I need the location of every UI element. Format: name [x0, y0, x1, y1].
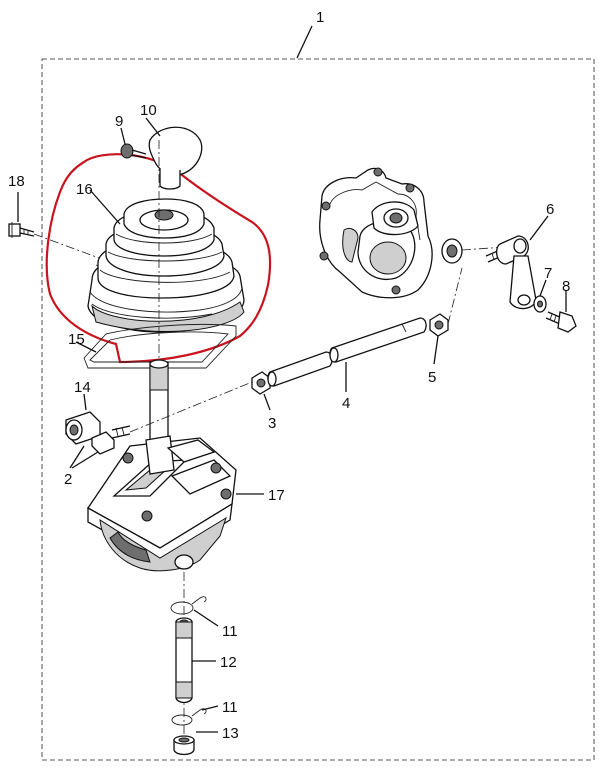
callout-14: 14 [74, 379, 91, 396]
part-13-bushing [173, 731, 218, 756]
part-10-knob [145, 117, 203, 190]
part-12-shaft [175, 617, 216, 704]
assembly-boundary [41, 58, 595, 761]
centerline-2 [129, 381, 253, 433]
callout-labels: 1 2 3 4 5 6 7 8 9 10 11 11 12 13 14 15 1… [8, 9, 570, 742]
callout-10: 10 [140, 102, 157, 119]
callout-3: 3 [268, 415, 276, 432]
part-5-nut [429, 313, 449, 365]
leader-1 [296, 25, 313, 59]
callout-12: 12 [220, 654, 237, 671]
part-14-nut [65, 393, 101, 445]
part-8-bolt [545, 290, 577, 333]
part-17-housing [87, 435, 264, 572]
callout-5: 5 [428, 369, 436, 386]
callout-13: 13 [222, 725, 239, 742]
centerline-5 [447, 267, 463, 325]
callout-16: 16 [76, 181, 93, 198]
callout-1: 1 [316, 9, 324, 26]
callout-17: 17 [268, 487, 285, 504]
part-2-bolt [69, 425, 131, 469]
callout-2: 2 [64, 471, 72, 488]
part-18-bolt [8, 192, 35, 238]
callout-11-upper: 11 [222, 623, 238, 640]
cover-plate [319, 167, 433, 299]
callout-11-lower: 11 [222, 699, 238, 716]
centerline-18 [33, 233, 111, 263]
callout-4: 4 [342, 395, 350, 412]
part-7-washer [533, 279, 547, 313]
callout-18: 18 [8, 173, 25, 190]
part-9-screw [120, 127, 147, 159]
part-11-clip-upper [170, 596, 219, 627]
shift-lever-shaft [149, 140, 169, 459]
callout-6: 6 [546, 201, 554, 218]
callout-7: 7 [544, 265, 552, 282]
part-4-shaft [267, 317, 427, 392]
part-15-plate [75, 323, 237, 369]
oil-seal [441, 238, 463, 264]
centerline-6 [461, 245, 521, 251]
part-11-clip-lower [171, 705, 219, 726]
callout-8: 8 [562, 278, 570, 295]
callout-9: 9 [115, 113, 123, 130]
part-16-boot [87, 189, 245, 333]
part-6-arm [485, 215, 549, 310]
part-3-nut [251, 371, 271, 411]
callout-15: 15 [68, 331, 85, 348]
